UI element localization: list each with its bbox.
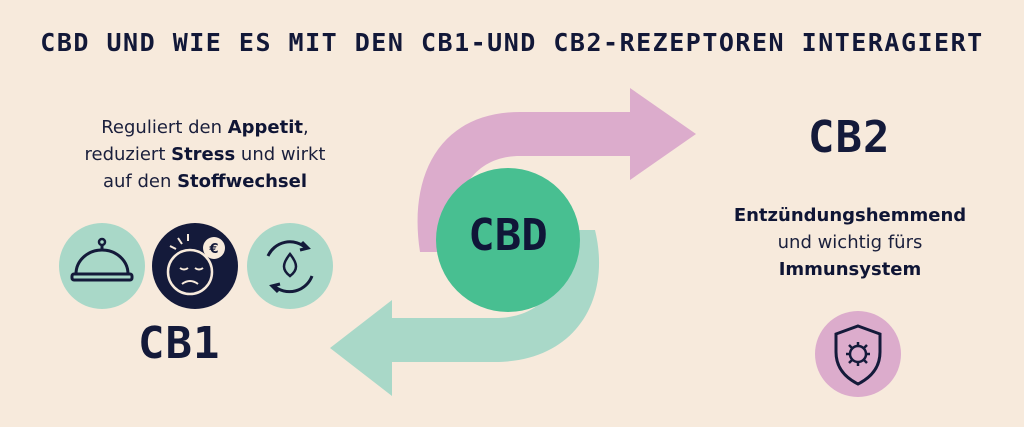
cbd-label: CBD	[468, 210, 548, 261]
cloche-icon	[59, 223, 145, 309]
shield-virus-icon	[815, 311, 901, 397]
mint-arrow	[330, 230, 600, 396]
page-title: CBD UND WIE ES MIT DEN CB1-UND CB2-REZEP…	[40, 28, 984, 57]
cb2-label: CB2	[808, 112, 891, 163]
cb1-description: Reguliert den Appetit, reduziert Stress …	[84, 117, 326, 192]
cb1-label: CB1	[138, 318, 221, 369]
cbd-circle	[436, 168, 580, 312]
stressed-face-icon: €	[152, 223, 238, 309]
pink-arrow	[417, 88, 696, 252]
svg-text:€: €	[208, 242, 218, 257]
cb2-description: Entzündungshemmend und wichtig fürs Immu…	[733, 205, 967, 280]
metabolism-cycle-icon	[247, 223, 333, 309]
